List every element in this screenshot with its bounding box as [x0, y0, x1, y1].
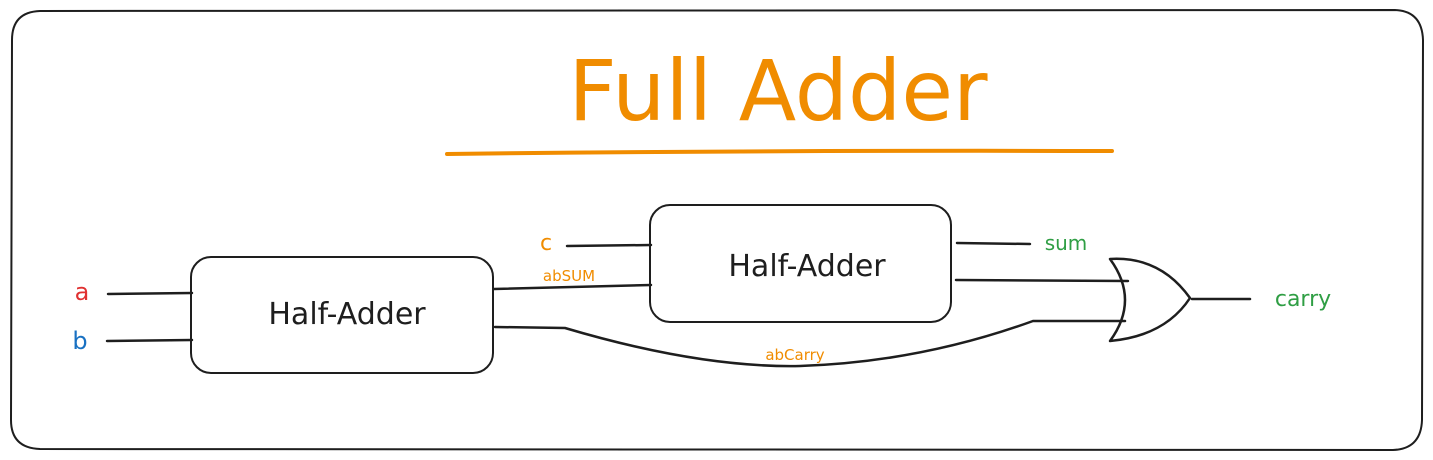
half-adder-2-box — [649, 204, 952, 323]
wire-ab-carry — [493, 319, 1127, 368]
input-a-label: a — [75, 278, 90, 306]
output-sum-label: sum — [1045, 231, 1088, 255]
outer-frame — [10, 9, 1424, 451]
ab-carry-label: abCarry — [765, 346, 824, 364]
wire-c — [565, 243, 653, 248]
half-adder-2-label: Half-Adder — [728, 249, 886, 284]
wire-ab-sum — [492, 283, 653, 291]
input-c-label: c — [540, 231, 552, 256]
title-underline — [445, 148, 1114, 156]
title: Full Adder — [568, 42, 988, 140]
or-gate — [1108, 257, 1192, 343]
input-b-label: b — [72, 327, 87, 355]
ab-sum-label: abSUM — [543, 267, 595, 285]
output-carry-label: carry — [1275, 287, 1331, 312]
half-adder-1-box — [190, 256, 494, 374]
wire-b — [105, 338, 194, 343]
wire-sum — [955, 241, 1032, 246]
wire-a — [106, 291, 194, 296]
wire-ha2-carry — [954, 278, 1130, 283]
half-adder-1-label: Half-Adder — [268, 297, 426, 332]
